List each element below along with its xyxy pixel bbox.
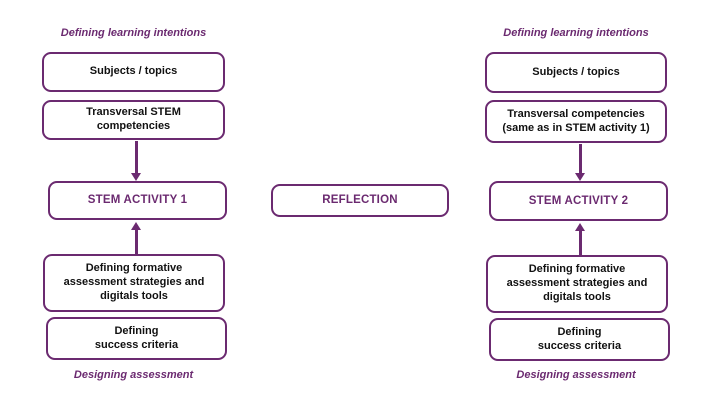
right-activity-box: STEM ACTIVITY 2 bbox=[489, 181, 668, 221]
left-activity-box: STEM ACTIVITY 1 bbox=[48, 181, 227, 220]
right-formative-box: Defining formative assessment strategies… bbox=[486, 255, 668, 313]
left-success-box: Defining success criteria bbox=[46, 317, 227, 360]
left-down-arrow-line bbox=[135, 141, 138, 174]
left-header-label: Defining learning intentions bbox=[60, 27, 207, 39]
right-footer-label: Designing assessment bbox=[516, 369, 636, 381]
left-up-arrow-head-icon bbox=[131, 222, 141, 230]
right-subjects-box: Subjects / topics bbox=[485, 52, 667, 93]
reflection-box: REFLECTION bbox=[271, 184, 449, 217]
right-success-box: Defining success criteria bbox=[489, 318, 670, 361]
right-down-arrow-head-icon bbox=[575, 173, 585, 181]
left-footer-label: Designing assessment bbox=[73, 369, 194, 381]
left-formative-box: Defining formative assessment strategies… bbox=[43, 254, 225, 312]
right-down-arrow-line bbox=[579, 144, 582, 174]
right-up-arrow-head-icon bbox=[575, 223, 585, 231]
right-competencies-box: Transversal competencies (same as in STE… bbox=[485, 100, 667, 143]
left-competencies-box: Transversal STEM competencies bbox=[42, 100, 225, 140]
left-subjects-box: Subjects / topics bbox=[42, 52, 225, 92]
right-header-label: Defining learning intentions bbox=[503, 27, 649, 39]
left-down-arrow-head-icon bbox=[131, 173, 141, 181]
right-up-arrow-line bbox=[579, 230, 582, 255]
left-up-arrow-line bbox=[135, 229, 138, 254]
